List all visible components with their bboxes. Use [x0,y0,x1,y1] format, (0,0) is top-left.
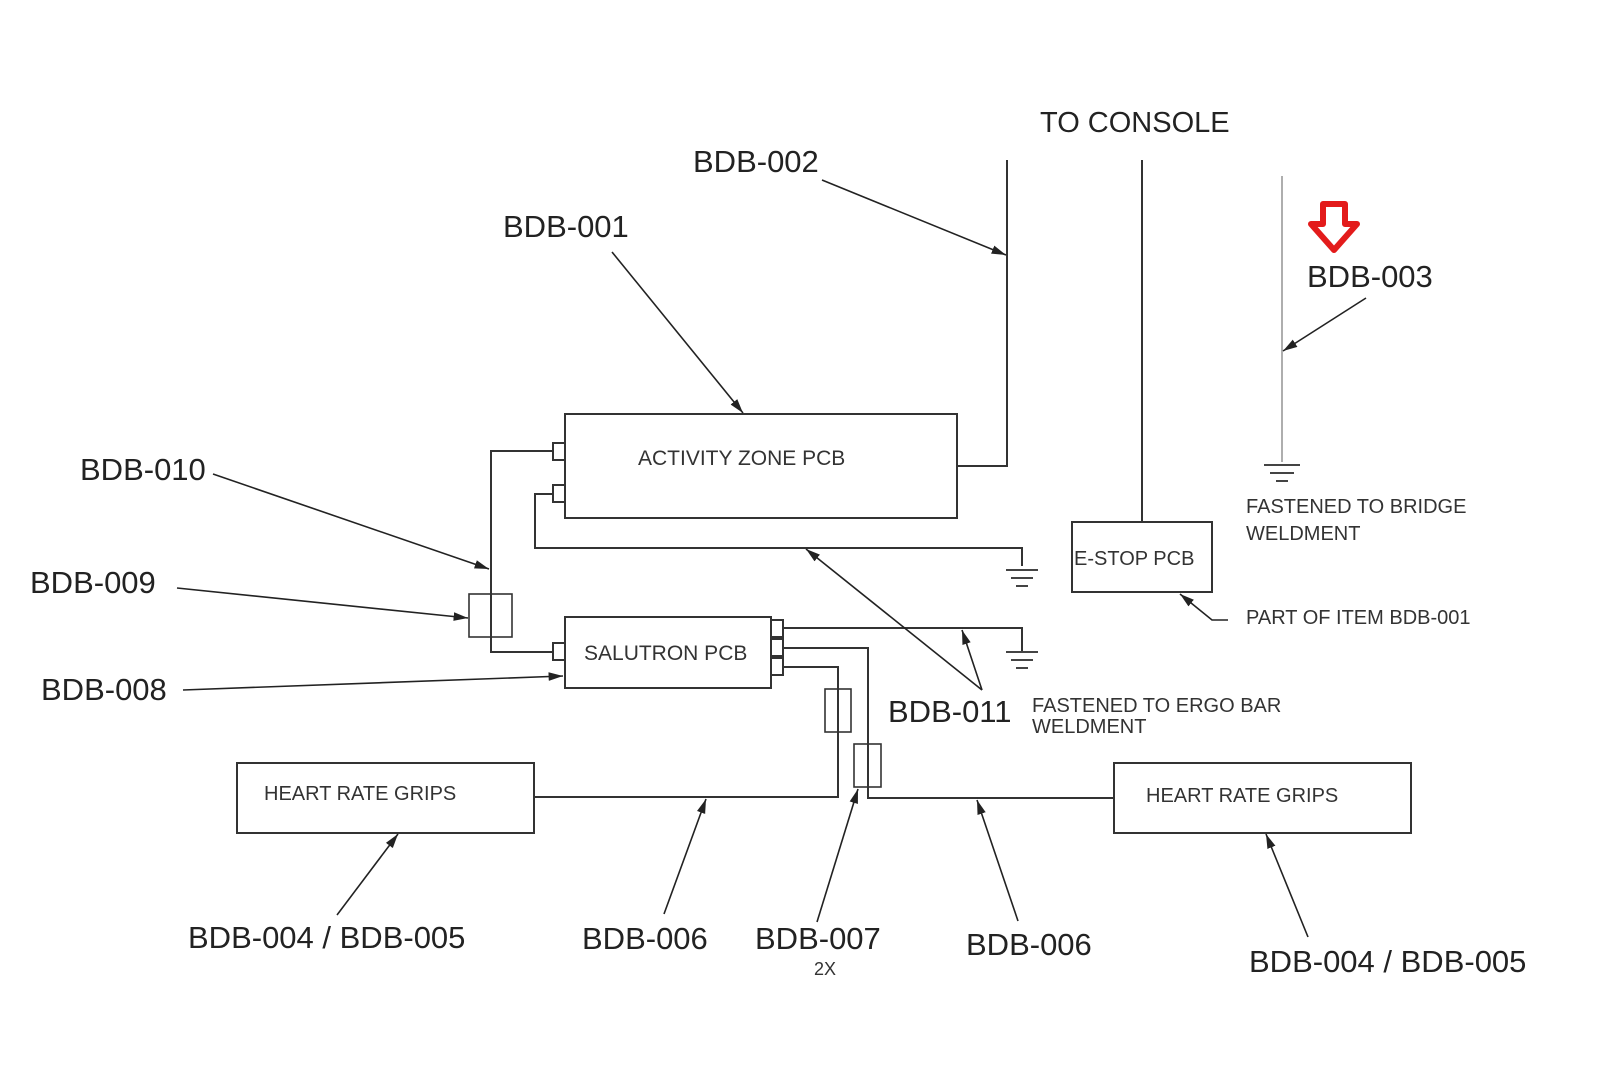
ground-symbol [1006,569,1038,587]
estop-pcb-label: E-STOP PCB [1074,548,1194,570]
callout-bdb-008: BDB-008 [41,672,167,707]
wire-ground-salutron [783,627,1023,652]
leader-bdb-002 [821,179,1007,256]
connector [770,638,784,657]
callout-bdb-009: BDB-009 [30,565,156,600]
salutron-pcb-label: SALUTRON PCB [584,642,747,665]
ground-symbol [1006,651,1038,669]
connector-bdb-007 [853,743,882,788]
callout-bdb-006-left: BDB-006 [582,921,708,956]
connector [770,657,784,676]
leader-bdb-009 [176,587,469,621]
callout-bdb-006-right: BDB-006 [966,927,1092,962]
note-part-of-item: PART OF ITEM BDB-001 [1246,607,1471,629]
callout-bdb-010: BDB-010 [80,452,206,487]
connector [552,442,566,461]
leader-part-of-item [1179,593,1228,621]
connector [770,619,784,638]
activity-zone-pcb-label: ACTIVITY ZONE PCB [638,447,845,470]
callout-bdb-007: BDB-007 [755,921,881,956]
leader-bdb-004-005-left [336,833,399,916]
estop-pcb [1071,521,1213,593]
heart-rate-grips-right-label: HEART RATE GRIPS [1146,785,1338,807]
connector-bdb-007 [824,688,852,733]
note-bridge-line2: WELDMENT [1246,523,1360,545]
activity-zone-pcb [564,413,958,519]
leader-bdb-003 [1282,297,1367,352]
wire-bdb-006-right [783,647,1114,799]
wire-bdb-010 [490,450,553,653]
note-ergo-line2: WELDMENT [1032,716,1146,738]
connector-bdb-009 [468,593,513,638]
connector [552,642,566,661]
callout-bdb-003: BDB-003 [1307,259,1433,294]
leader-bdb-011-b [961,629,983,691]
leader-bdb-010 [212,473,490,570]
connector [552,484,566,503]
leader-bdb-008 [182,672,564,691]
red-down-arrow-icon [1308,201,1360,253]
wire-ground-az [534,493,1023,566]
leader-bdb-006-left [663,798,707,915]
heart-rate-grips-left [236,762,535,834]
to-console-label: TO CONSOLE [1040,107,1230,139]
note-bridge-line1: FASTENED TO BRIDGE [1246,496,1466,518]
note-ergo-line1: FASTENED TO ERGO BAR [1032,695,1281,717]
leader-bdb-011-a [805,548,983,691]
callout-bdb-002: BDB-002 [693,144,819,179]
callout-bdb-004-005-left: BDB-004 / BDB-005 [188,920,465,955]
leader-bdb-001 [611,251,744,414]
callout-bdb-011: BDB-011 [888,694,1012,729]
leader-bdb-006-right [976,799,1019,922]
callout-bdb-001: BDB-001 [503,209,629,244]
heart-rate-grips-right [1113,762,1412,834]
leader-bdb-004-005-right [1265,833,1309,938]
callout-bdb-004-005-right: BDB-004 / BDB-005 [1249,944,1526,979]
wire-bdb-002 [958,160,1008,467]
ground-symbol-bridge [1264,464,1300,482]
leader-bdb-007 [816,788,859,923]
callout-bdb-007-qty: 2X [814,959,836,979]
heart-rate-grips-left-label: HEART RATE GRIPS [264,783,456,805]
